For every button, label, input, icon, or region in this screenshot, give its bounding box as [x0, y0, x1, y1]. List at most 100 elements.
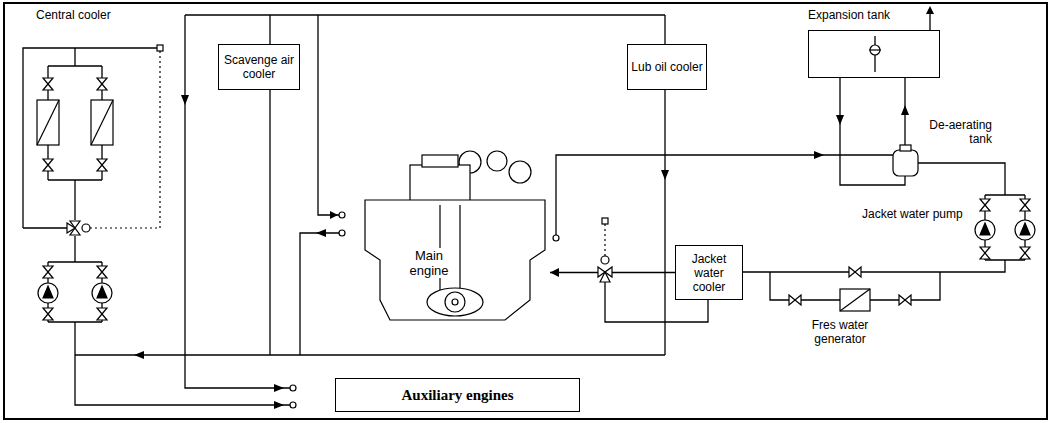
pump-symbol	[1015, 220, 1035, 240]
pipe-line	[23, 8, 1025, 405]
deaerating-tank-symbol	[893, 150, 918, 176]
flow-arrow	[134, 351, 144, 359]
component-label: Central cooler	[36, 8, 111, 22]
valve-symbol	[789, 295, 801, 305]
deaerating-tank-symbol	[900, 145, 911, 151]
valve-symbol	[43, 159, 53, 171]
pump-symbol	[43, 286, 53, 298]
flow-arrow	[814, 151, 824, 159]
flow-arrow	[181, 95, 189, 105]
node-label: Main engine	[402, 248, 456, 278]
valve-symbol	[980, 199, 990, 211]
pipe-line	[185, 14, 665, 15]
valve-symbol	[97, 308, 107, 320]
expansion-tank: Expansion tank	[808, 8, 940, 78]
tank-valve-symbol	[869, 49, 881, 50]
heat-exchanger	[840, 289, 870, 311]
three-way-valve	[600, 272, 610, 282]
pipe-line	[23, 48, 157, 228]
flow-arrow	[134, 6, 934, 409]
tank-heading: Expansion tank	[808, 8, 940, 22]
three-way-valve	[67, 223, 75, 233]
valve-symbol	[43, 308, 53, 320]
valve-symbol	[980, 247, 990, 259]
heat-exchanger	[37, 100, 59, 145]
deaerating-tank-symbol	[893, 145, 918, 176]
valve-symbol	[43, 266, 53, 278]
flow-arrow	[836, 115, 844, 125]
pump-symbol	[38, 283, 58, 303]
connection-point	[290, 385, 296, 391]
pipe-line	[75, 354, 665, 355]
cooler-box: Lub oil cooler	[627, 44, 707, 90]
flow-arrow	[330, 211, 338, 219]
engine-part	[422, 155, 458, 167]
three-way-valve	[601, 256, 609, 264]
valve-symbol	[1020, 247, 1030, 259]
engine-part	[445, 292, 465, 312]
engine-illustration	[340, 150, 550, 325]
connection-point	[339, 230, 345, 236]
valve-symbol	[43, 78, 1030, 320]
valve-symbol	[97, 266, 107, 278]
flow-arrow	[274, 384, 284, 392]
sensor-box	[602, 218, 608, 224]
control-line	[90, 51, 160, 228]
pump-symbol	[975, 220, 995, 240]
engine-part	[410, 165, 470, 205]
connection-point	[290, 402, 296, 408]
control-line	[604, 224, 605, 256]
tank-valve-symbol	[869, 45, 881, 55]
valve-symbol	[899, 295, 911, 305]
pump-symbol	[980, 223, 990, 235]
cooler-box: Jacket water cooler	[675, 245, 743, 300]
component-label: Fres water generator	[800, 318, 880, 346]
engine-part	[365, 200, 545, 320]
engine-part	[427, 288, 483, 316]
pipe-line	[300, 233, 339, 355]
engine-part	[452, 299, 458, 305]
component-label: Jacket water pump	[862, 207, 963, 221]
engine-box: Auxiliary engines	[335, 378, 580, 412]
heat-exchanger	[840, 289, 870, 311]
tank-outline	[808, 30, 940, 78]
valve-symbol	[97, 78, 107, 90]
node-label: Jacket water cooler	[679, 252, 739, 294]
engine-shape: Main engine	[340, 150, 550, 325]
valve-symbol	[97, 159, 107, 171]
pipe-line	[48, 236, 290, 405]
connection-point	[553, 235, 559, 241]
heat-exchanger	[91, 100, 113, 145]
flow-arrow	[274, 401, 284, 409]
node-label: Lub oil cooler	[631, 60, 702, 74]
sensor-box	[157, 45, 163, 51]
pump-symbol	[92, 283, 112, 303]
cooler-box: Scavenge air cooler	[218, 44, 300, 90]
engine-part	[487, 151, 507, 171]
pipe-line	[23, 48, 102, 228]
valve-symbol	[1020, 199, 1030, 211]
frame	[4, 3, 1047, 419]
connection-point	[339, 212, 345, 218]
heat-exchanger	[91, 100, 113, 145]
component-label: De-aerating tank	[922, 118, 992, 146]
flow-arrow	[661, 170, 669, 180]
flow-arrow	[901, 105, 909, 115]
node-label: Scavenge air cooler	[222, 53, 296, 81]
node-label: Auxiliary engines	[401, 386, 513, 404]
pipe-line	[556, 155, 893, 235]
flow-arrow	[316, 229, 326, 237]
sensor-box	[157, 45, 608, 224]
engine-part	[509, 161, 531, 183]
valve-symbol	[849, 267, 861, 277]
pump-symbol	[1020, 223, 1030, 235]
pump-symbol	[97, 286, 107, 298]
heat-exchanger	[37, 100, 59, 145]
pipe-line	[318, 15, 339, 215]
valve-symbol	[43, 78, 53, 90]
three-way-valve	[82, 224, 90, 232]
tank-valve-symbol	[870, 45, 880, 55]
pipe-line	[741, 260, 1005, 272]
flow-arrow	[926, 6, 934, 14]
